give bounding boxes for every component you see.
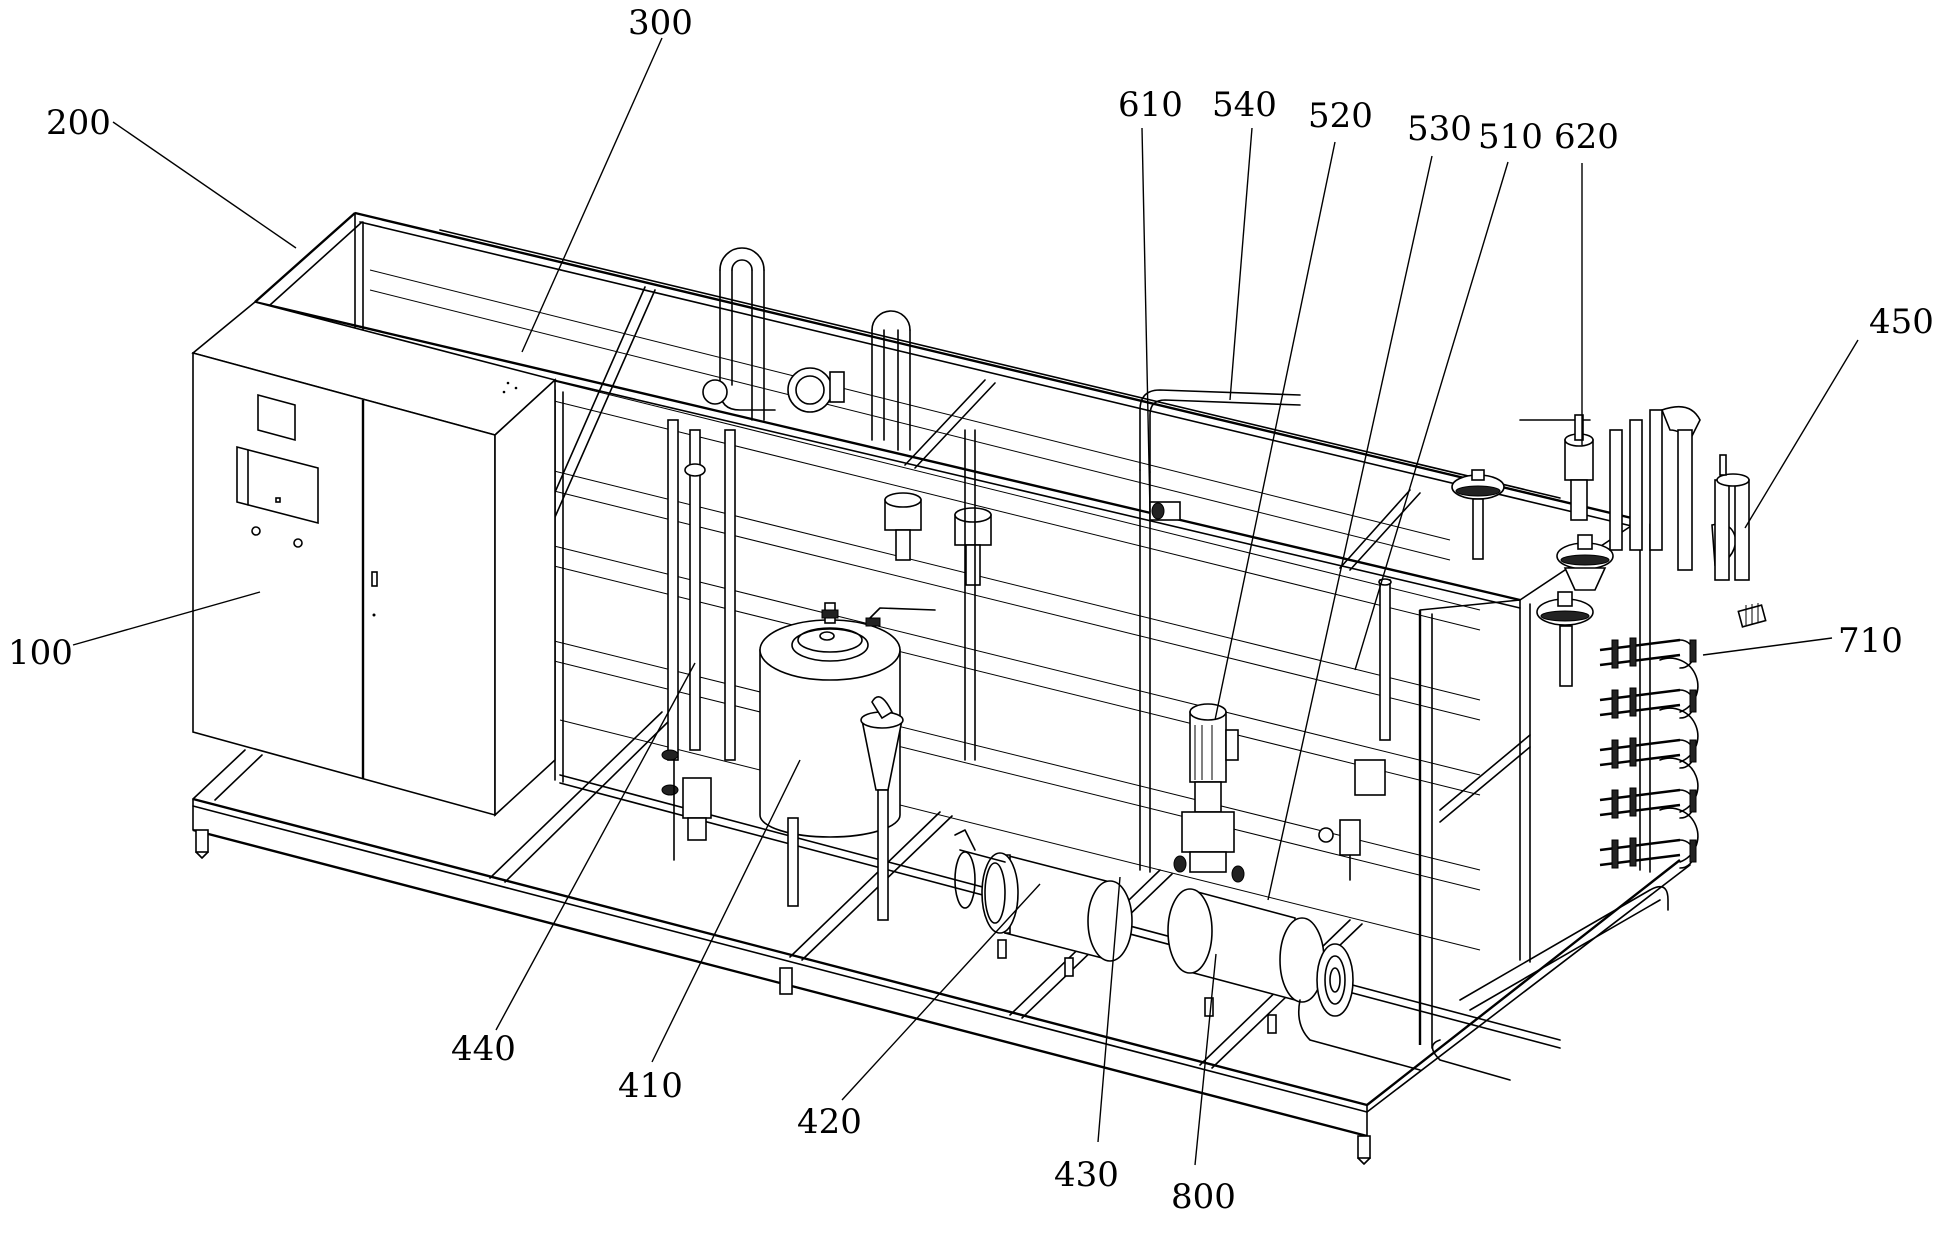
- upper-frame: [254, 211, 1651, 1049]
- vertical-pump-520: [1173, 703, 1245, 883]
- leader-510: [1354, 161, 1509, 671]
- valve-cluster-left: [661, 419, 736, 861]
- diaphragm-valve: [1451, 469, 1505, 560]
- leader-540: [1229, 127, 1253, 401]
- pipework-top: [702, 247, 1301, 761]
- control-valve: [884, 492, 922, 561]
- leader-100: [72, 591, 261, 646]
- diaphragm-valve: [1536, 591, 1594, 687]
- leader-200: [112, 121, 297, 249]
- leader-430: [1097, 876, 1121, 1143]
- label-430: 430: [1054, 1155, 1119, 1195]
- leader-410: [651, 759, 801, 1063]
- leader-300: [521, 37, 663, 353]
- cabinet-button: [293, 538, 303, 548]
- frame-foot: [779, 967, 793, 995]
- label-410: 410: [618, 1066, 683, 1106]
- label-530: 530: [1407, 109, 1472, 149]
- leader-800: [1194, 953, 1217, 1166]
- leader-530: [1267, 155, 1433, 901]
- valve-620: [1564, 414, 1594, 521]
- hmi-display: [236, 445, 319, 525]
- hose-coupling: [1737, 603, 1767, 628]
- label-300: 300: [628, 3, 693, 43]
- cabinet-button: [251, 526, 261, 536]
- motor-420: [954, 829, 1133, 977]
- label-520: 520: [1308, 96, 1373, 136]
- control-valve: [954, 507, 992, 586]
- valve-530: [1318, 578, 1392, 881]
- label-450: 450: [1869, 302, 1934, 342]
- label-620: 620: [1554, 117, 1619, 157]
- label-610: 610: [1118, 85, 1183, 125]
- label-710: 710: [1838, 621, 1903, 661]
- flow-transmitter: [787, 367, 845, 413]
- leader-450: [1744, 339, 1859, 529]
- label-200: 200: [46, 103, 111, 143]
- label-440: 440: [451, 1029, 516, 1069]
- diaphragm-valve: [1556, 534, 1614, 591]
- leader-440: [495, 662, 696, 1031]
- end-cap-450: [1711, 454, 1750, 581]
- pressure-gauge: [702, 379, 728, 405]
- tube-bundle-right: [1431, 405, 1767, 1081]
- reference-labels: 100 200 300 410 420 430 440 450 510 520 …: [8, 3, 1934, 1217]
- leader-520: [1214, 141, 1336, 721]
- leader-710: [1702, 637, 1833, 656]
- label-540: 540: [1212, 85, 1277, 125]
- label-800: 800: [1171, 1177, 1236, 1217]
- label-100: 100: [8, 633, 73, 673]
- frame-foot: [1357, 1135, 1371, 1165]
- label-420: 420: [797, 1102, 862, 1142]
- motor-800: [1167, 888, 1421, 1071]
- buffer-tank: [759, 602, 936, 921]
- coil-stack: [1599, 637, 1699, 869]
- leader-lines: [72, 37, 1859, 1166]
- frame-foot: [195, 829, 209, 859]
- label-510: 510: [1478, 117, 1543, 157]
- leader-420: [841, 883, 1041, 1101]
- leader-610: [1141, 127, 1151, 513]
- sensor-610: [1149, 501, 1181, 521]
- cabinet-panel-window: [257, 393, 296, 442]
- control-cabinet: [191, 301, 557, 817]
- cabinet-door-handle: [371, 571, 378, 587]
